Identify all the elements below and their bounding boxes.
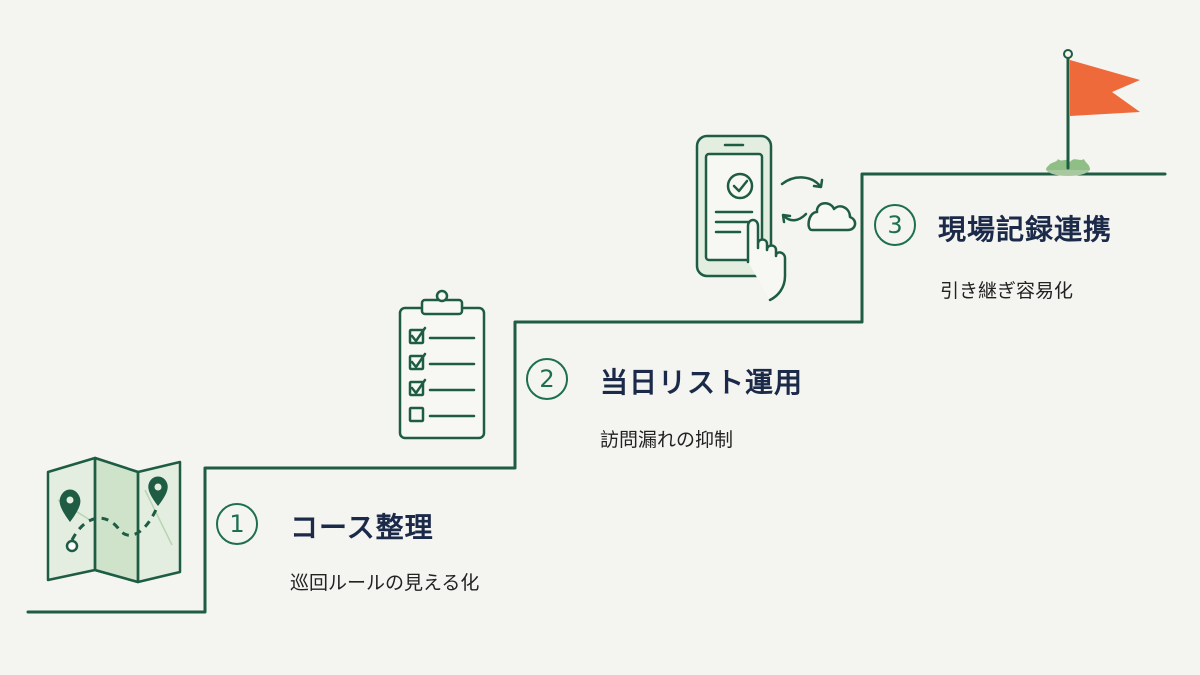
step-2-description: 訪問漏れの抑制: [600, 429, 734, 451]
step-1-description: 巡回ルールの見える化: [290, 572, 480, 594]
step-1-title: コース整理: [290, 511, 434, 544]
folded-map-icon: [46, 456, 182, 584]
staircase-line: [26, 172, 1167, 614]
smartphone-cloud-sync-icon: [695, 134, 857, 302]
step-2-title: 当日リスト運用: [600, 366, 804, 399]
step-3-number-badge: 3: [874, 204, 916, 246]
step-2-number-badge: 2: [526, 358, 568, 400]
step-1-number-badge: 1: [216, 503, 258, 545]
goal-flag-icon: [1046, 49, 1140, 176]
step-3-title: 現場記録連携: [938, 213, 1113, 246]
clipboard-checklist-icon: [398, 289, 486, 440]
step-3-description: 引き継ぎ容易化: [940, 280, 1074, 302]
